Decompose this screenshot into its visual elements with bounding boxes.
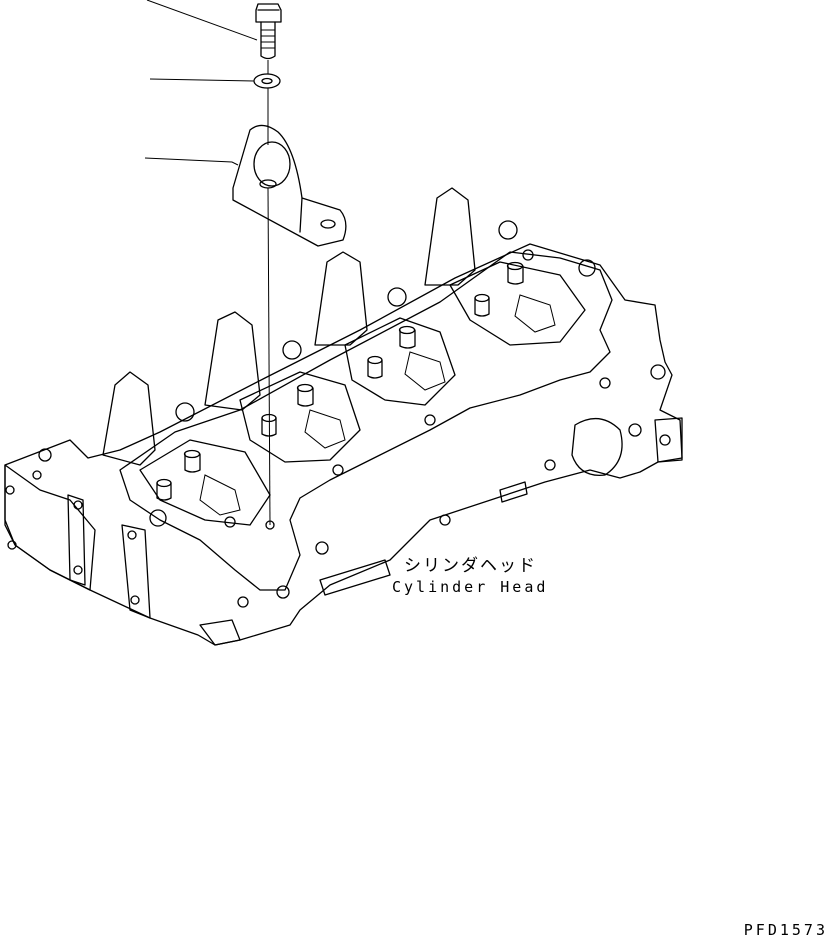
figure-code: PFD1573 (743, 921, 828, 939)
part-name-japanese: シリンダヘッド (404, 556, 537, 576)
bracket-leader-line (144, 157, 239, 166)
bolt-part (255, 3, 282, 60)
cylinder-head-part (4, 187, 683, 646)
washer-leader-line (149, 78, 255, 82)
bracket-part (232, 124, 347, 247)
part-name-english: Cylinder Head (392, 578, 549, 596)
bolt-leader-line (146, 0, 258, 41)
washer-part (253, 73, 281, 89)
